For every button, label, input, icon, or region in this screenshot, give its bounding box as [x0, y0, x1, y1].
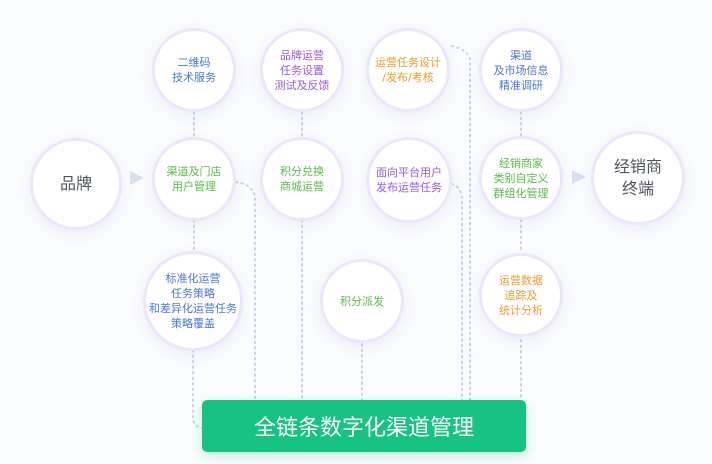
banner-label: 全链条数字化渠道管理: [253, 416, 474, 441]
connector: [235, 181, 256, 401]
node-strategy: 标准化运营 任务策略 和差异化运营任务 策略覆盖: [143, 251, 243, 351]
node-label: 渠道 及市场信息 精准调研: [493, 48, 549, 92]
node-label: 面向平台用户 发布运营任务: [376, 166, 442, 194]
node-channel-users: 渠道及门店 用户管理: [152, 137, 236, 221]
node-qr: 二维码 技术服务: [152, 28, 236, 112]
node-label: 积分兑换 商城运营: [280, 165, 324, 193]
node-label: 经销商家 类别自定义 群组化管理: [493, 156, 549, 200]
channel-management-banner: 全链条数字化渠道管理: [202, 400, 526, 452]
node-dealer-groups: 经销商家 类别自定义 群组化管理: [479, 136, 563, 220]
node-brand-ops: 品牌运营 任务设置 测试及反馈: [260, 28, 344, 112]
node-dealer-terminal: 经销商 终端: [591, 131, 685, 225]
node-brand: 品牌: [30, 138, 122, 230]
node-points-dispatch: 积分派发: [320, 259, 404, 343]
node-analytics: 运营数据 追踪及 统计分析: [479, 253, 563, 337]
node-label: 二维码 技术服务: [172, 56, 216, 84]
arrow-right-icon: [572, 170, 586, 184]
node-label: 品牌: [59, 174, 92, 193]
node-task-design: 运营任务设计 /发布/考核: [366, 28, 450, 112]
connector: [451, 45, 471, 401]
node-points-mall: 积分兑换 商城运营: [260, 137, 344, 221]
node-research: 渠道 及市场信息 精准调研: [479, 28, 563, 112]
node-label: 运营数据 追踪及 统计分析: [499, 273, 543, 317]
node-label: 经销商 终端: [613, 157, 662, 198]
node-label: 运营任务设计 /发布/考核: [375, 56, 441, 84]
node-label: 渠道及门店 用户管理: [166, 165, 222, 193]
node-label: 积分派发: [340, 294, 384, 308]
node-publish-tasks: 面向平台用户 发布运营任务: [366, 137, 452, 223]
node-label: 品牌运营 任务设置 测试及反馈: [274, 48, 330, 92]
connector: [451, 183, 463, 401]
connector: [192, 349, 203, 429]
node-label: 标准化运营 任务策略 和差异化运营任务 策略覆盖: [149, 272, 237, 330]
arrow-right-icon: [130, 171, 144, 185]
